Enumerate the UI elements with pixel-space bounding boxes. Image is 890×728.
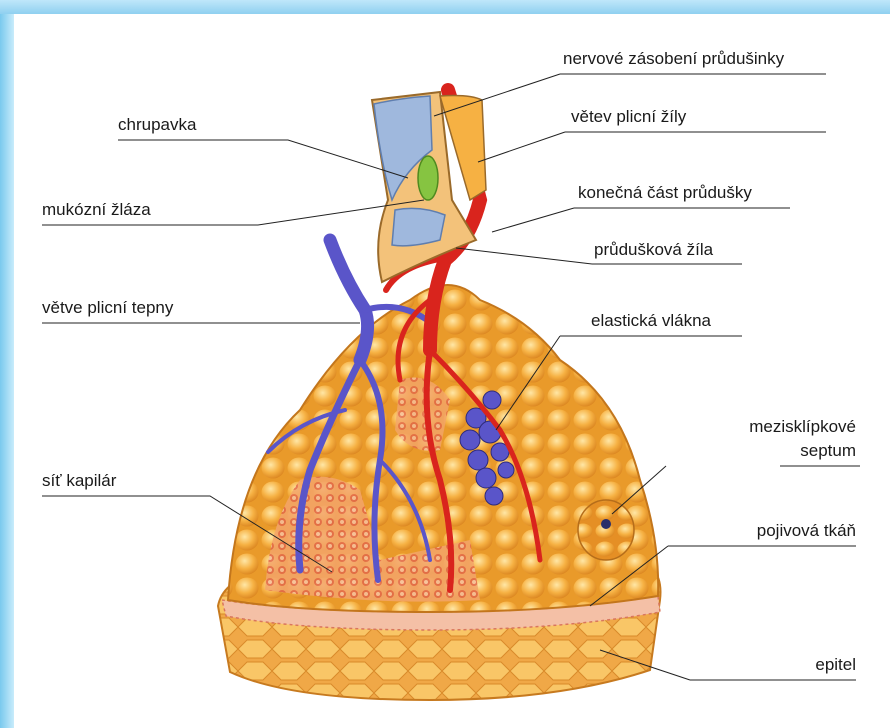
label-connective-tissue: pojivová tkáň [757, 521, 856, 540]
bronchiole [372, 92, 486, 282]
label-pulmonary-artery-branches: větve plicní tepny [42, 298, 174, 317]
label-capillary-net: síť kapilár [42, 471, 117, 490]
label-septum-line1: mezisklípkové [749, 417, 856, 436]
label-bronchus-end: konečná část průdušky [578, 183, 752, 202]
label-bronchial-vein: průdušková žíla [594, 240, 714, 259]
label-pulmonary-vein-branch: větev plicní žíly [571, 107, 687, 126]
label-elastic-fibers: elastická vlákna [591, 311, 712, 330]
label-cartilage: chrupavka [118, 115, 197, 134]
label-epithelium: epitel [815, 655, 856, 674]
label-septum-line2: septum [800, 441, 856, 460]
label-nerve: nervové zásobení průdušinky [563, 49, 785, 68]
label-mucous-gland: mukózní žláza [42, 200, 151, 219]
septum-section [578, 500, 634, 560]
